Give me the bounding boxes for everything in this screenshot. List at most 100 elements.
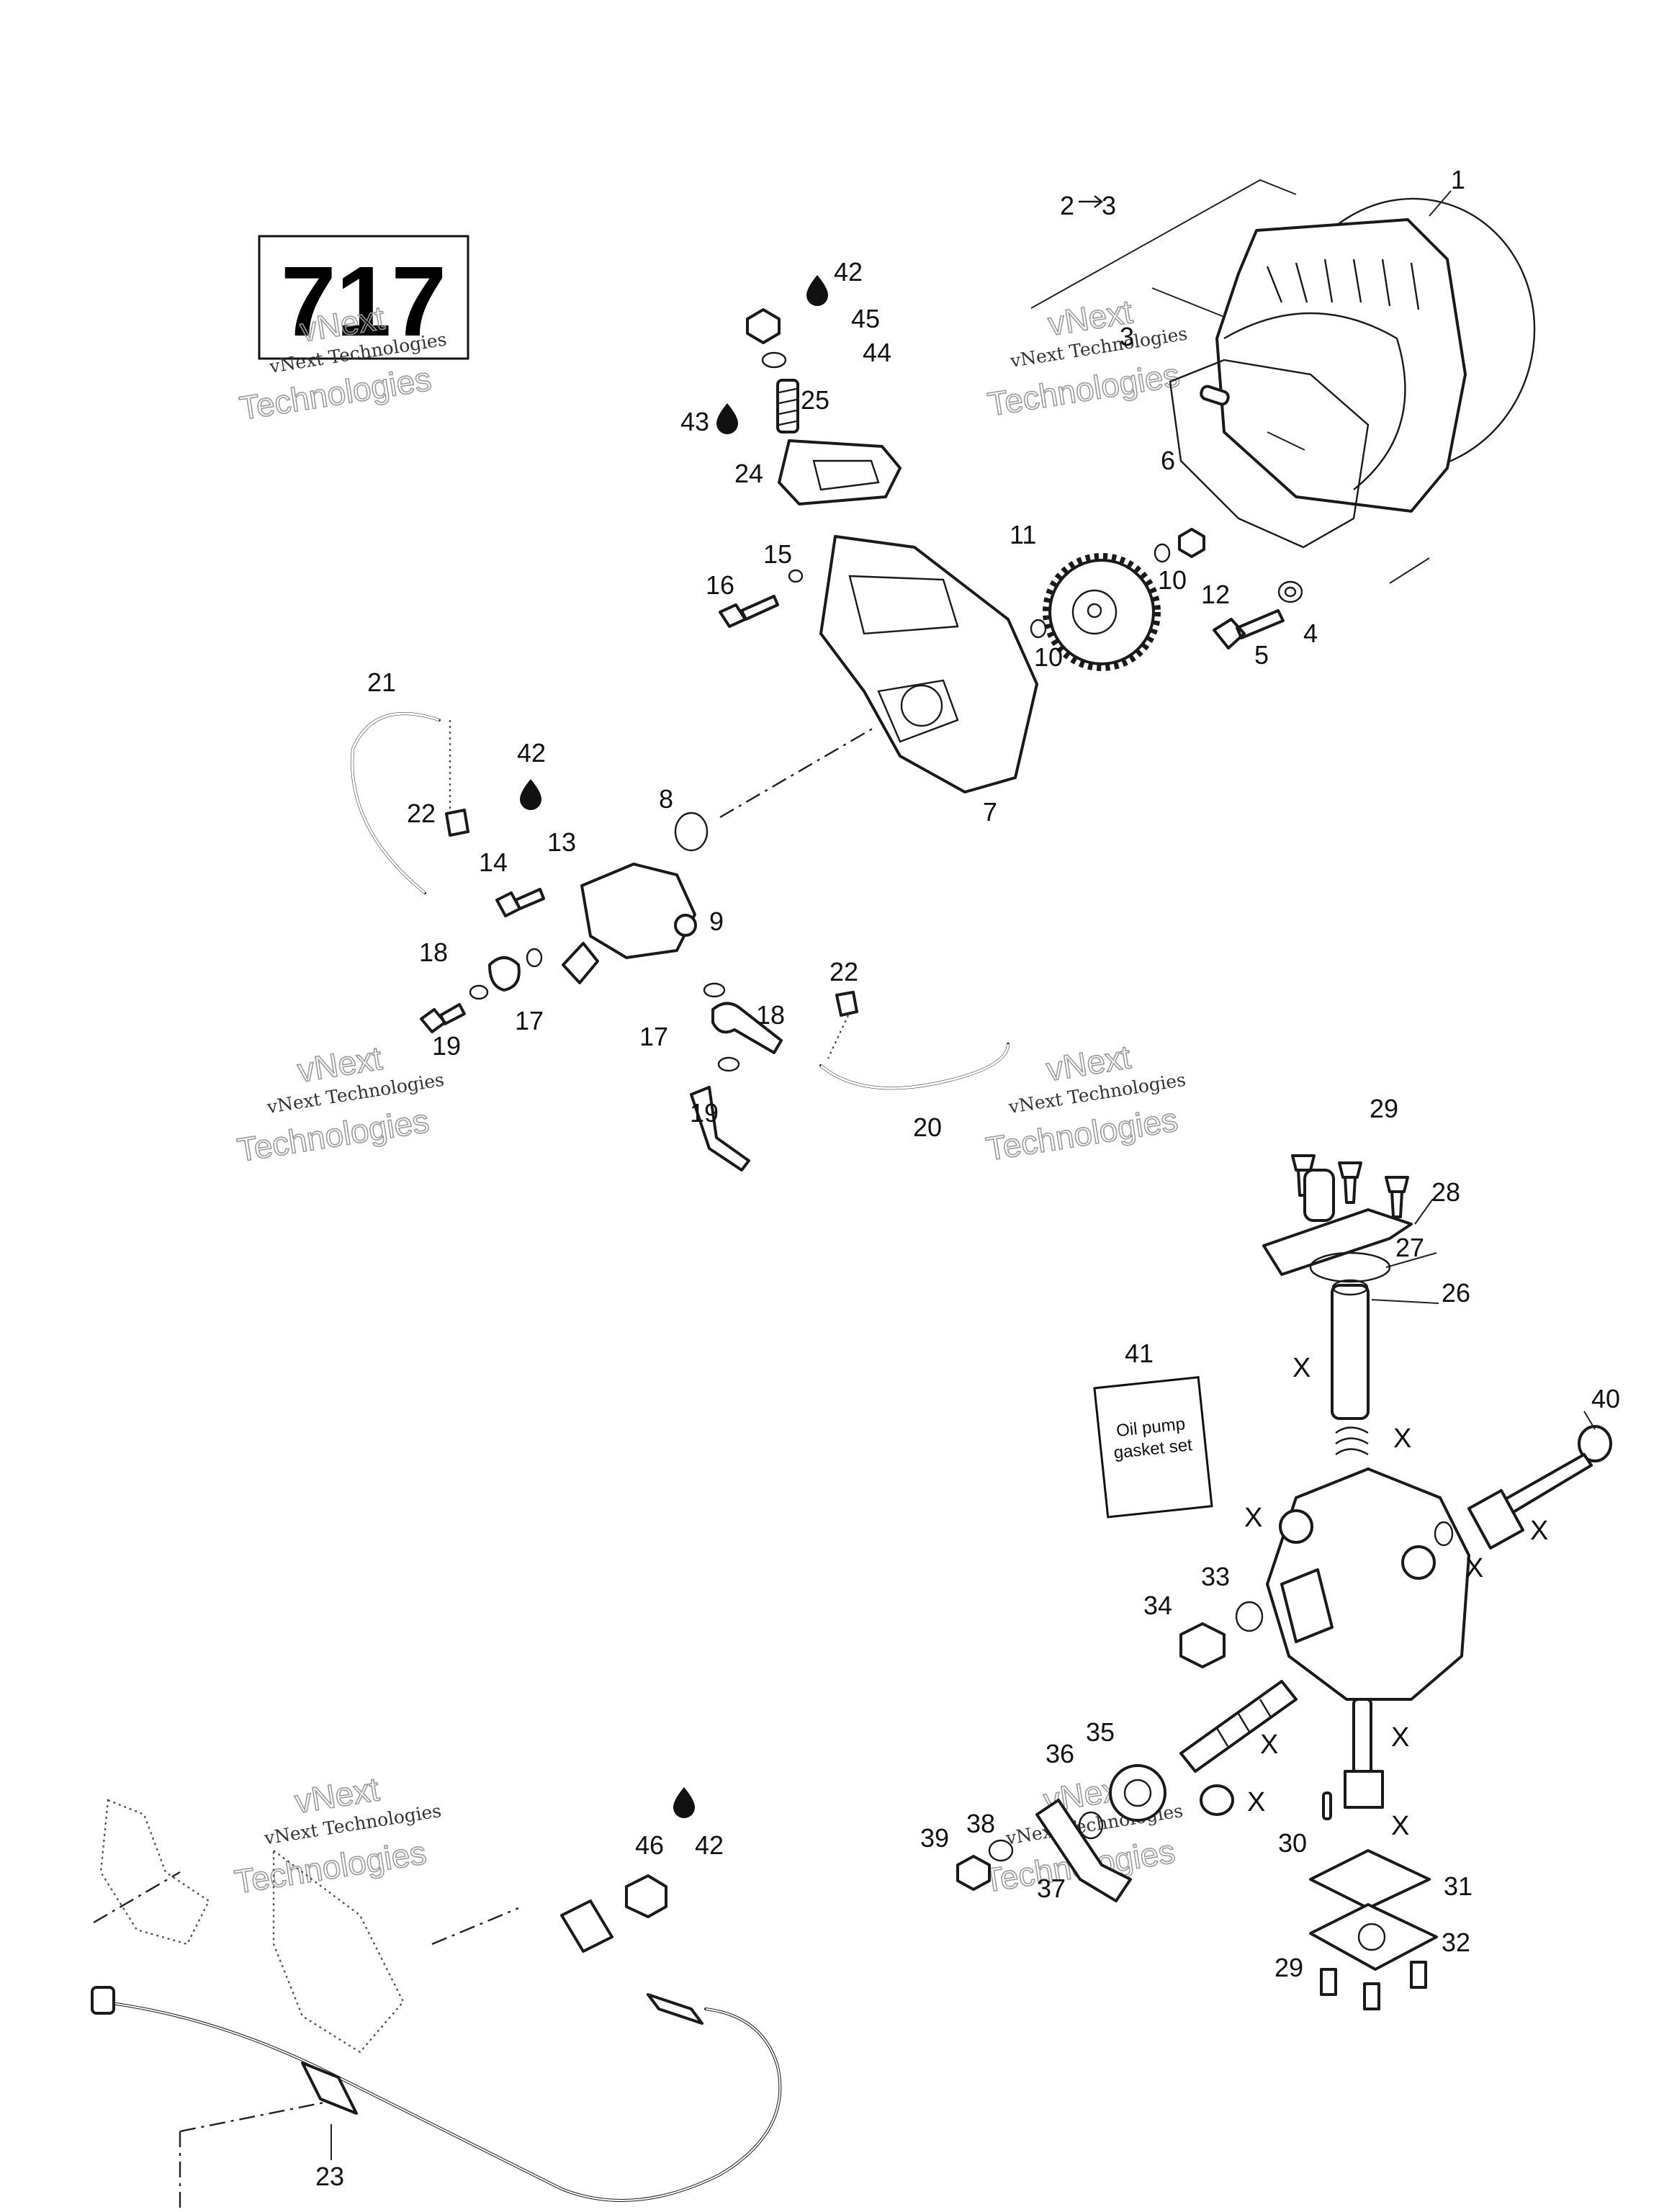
seal-40 (1578, 1425, 1612, 1462)
callout-34: 34 (1143, 1591, 1172, 1620)
base-plate-bore (1357, 1923, 1386, 1951)
callout-18-right: 18 (756, 1000, 785, 1030)
drive-gear-teeth (1043, 553, 1161, 671)
carburetor-outline (99, 1799, 405, 2054)
rotary-valve-cover-assembly (1030, 179, 1536, 649)
washer-17-right-b (717, 1056, 740, 1072)
screw-14 (495, 888, 545, 917)
cover-plate-28 (1262, 1208, 1413, 1276)
callout-22-left: 22 (407, 799, 436, 828)
camshaft (1179, 1680, 1298, 1773)
cover-gasket (1169, 359, 1370, 549)
callout-16: 16 (706, 570, 734, 600)
gasket-24-hole (812, 459, 880, 491)
washer-38 (988, 1839, 1014, 1862)
o-ring-right (1434, 1521, 1454, 1547)
hose-connect-dotted (449, 720, 850, 1059)
gasket-31 (1309, 1849, 1431, 1910)
hose-21-inner (351, 712, 440, 894)
x-mark: X (1465, 1553, 1483, 1583)
washer-17-left-b (526, 948, 543, 968)
oil-pump-9 (580, 863, 696, 959)
cable-sleeve (301, 2062, 358, 2115)
callout-19-left: 19 (432, 1031, 461, 1061)
callout-21: 21 (367, 667, 396, 697)
arrow-right-icon (1079, 195, 1103, 208)
callout-32: 32 (1442, 1928, 1470, 1957)
nut-12 (1178, 528, 1205, 558)
watermark-mid-left: vNext vNext Technologies Technologies (234, 1038, 446, 1169)
callout-29-bottom: 29 (1274, 1953, 1303, 1982)
screw-29-b (1338, 1161, 1362, 1204)
leader-lines-cover (1030, 179, 1452, 584)
drive-gear-assembly (1030, 528, 1205, 671)
screws-29-bottom (1320, 1961, 1427, 2010)
banjo-fitting-18-right (711, 1002, 783, 1054)
cover-plate-nozzle (1303, 1169, 1335, 1222)
o-ring-8 (674, 811, 709, 852)
callout-7: 7 (983, 797, 997, 827)
x-mark: X (1530, 1516, 1548, 1546)
callout-17-right: 17 (639, 1022, 668, 1051)
callout-12: 12 (1201, 580, 1230, 609)
pulley-35 (1109, 1764, 1166, 1822)
callout-40: 40 (1591, 1384, 1620, 1413)
x-mark: X (1244, 1503, 1262, 1533)
watermark-bottom-left: vNext vNext Technologies Technologies (231, 1769, 442, 1901)
watermark-top-right: vNext vNext Technologies Technologies (985, 292, 1189, 423)
callout-42-top: 42 (834, 257, 863, 287)
washer-36 (1078, 1811, 1104, 1840)
callout-22-right: 22 (830, 957, 858, 986)
bolt-5 (1213, 609, 1285, 649)
gasket-set-package: Oil pump gasket set (1093, 1376, 1213, 1519)
drop-icon (716, 403, 738, 434)
callout-8: 8 (659, 784, 673, 814)
seal-right-lower (1200, 1784, 1234, 1816)
screw-16 (719, 595, 779, 628)
camshaft-lobes (1215, 1699, 1272, 1747)
callout-18-left: 18 (419, 938, 448, 967)
pump-body-outlet (1280, 1568, 1334, 1643)
callout-42-bottom: 42 (695, 1830, 724, 1860)
drive-gear-bore (1087, 603, 1102, 619)
callout-26: 26 (1442, 1278, 1470, 1308)
callout-3: 3 (1102, 191, 1116, 220)
drive-gear-hub (1071, 589, 1118, 635)
x-mark: X (1391, 1811, 1409, 1841)
watermark-text-bottom: Technologies (232, 1833, 428, 1900)
engine-badge-number: 717 (281, 246, 446, 357)
washer-10-left (1030, 619, 1047, 639)
callout-17-left: 17 (515, 1006, 544, 1035)
engine-badge: 717 (258, 235, 469, 360)
pulley-35-inner (1123, 1779, 1152, 1807)
callout-6: 6 (1161, 446, 1175, 475)
callout-3-cover: 3 (1120, 322, 1134, 351)
callout-41: 41 (1125, 1339, 1154, 1368)
callout-1: 1 (1451, 165, 1465, 194)
assembly-axis-line (719, 726, 876, 819)
pump-body-port-b (1401, 1545, 1436, 1580)
oil-pump-shaft (674, 914, 697, 937)
callout-38: 38 (966, 1809, 995, 1838)
callout-25: 25 (801, 385, 830, 415)
drive-shaft (1352, 1698, 1372, 1780)
callout-15: 15 (763, 539, 792, 569)
housing-port (900, 684, 943, 727)
callout-5: 5 (1254, 640, 1269, 670)
cable-sheath-inner (100, 2001, 781, 2201)
dowel-pin (1200, 385, 1230, 406)
nut-45 (746, 308, 781, 344)
x-mark: X (1247, 1787, 1265, 1817)
nut-39 (956, 1855, 991, 1891)
gasket-24 (778, 439, 902, 505)
plunger-26-top (1331, 1279, 1369, 1296)
callout-27: 27 (1395, 1233, 1424, 1262)
callout-44: 44 (863, 338, 891, 367)
callout-30: 30 (1278, 1828, 1307, 1858)
oil-pump-housing-assembly (719, 308, 1038, 793)
callout-9: 9 (709, 907, 724, 936)
washer-10-right (1154, 543, 1171, 563)
callout-28: 28 (1431, 1177, 1460, 1207)
callout-14: 14 (479, 848, 508, 877)
